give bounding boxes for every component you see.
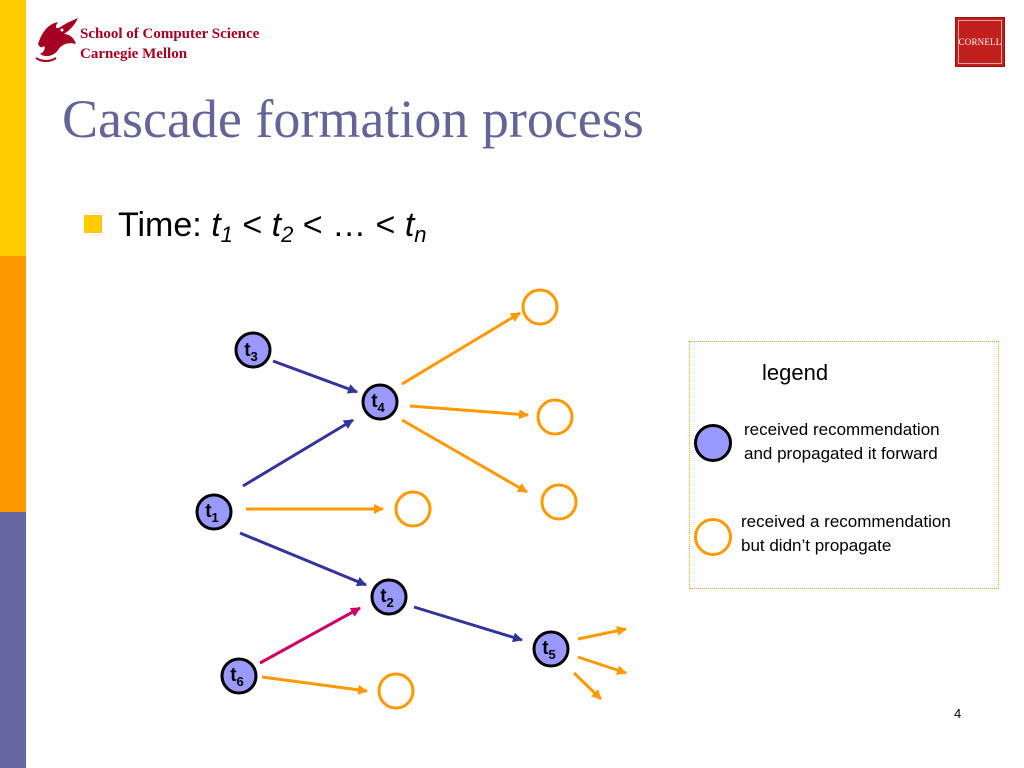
node-t5: t5 [532, 630, 570, 668]
edge-t5-out-1 [577, 625, 627, 641]
node-o5 [377, 672, 415, 710]
legend-propagated-text: received recommendation and propagated i… [744, 418, 940, 466]
node-t4: t4 [361, 383, 399, 421]
node-o3 [540, 483, 578, 521]
edge-t5-out-3 [572, 671, 603, 701]
node-t6: t6 [220, 657, 258, 695]
bullet-prefix: Time: [118, 206, 212, 244]
cornell-logo-text: CORNELL [958, 20, 1002, 64]
school-line-2: Carnegie Mellon [80, 46, 188, 62]
svg-text:t3: t3 [244, 340, 258, 364]
node-o4 [394, 490, 432, 528]
legend-not-propagated-line-1: received a recommendation [741, 512, 951, 531]
bullet-sub2: 2 [281, 222, 294, 247]
school-line-1: School of Computer Science [80, 26, 260, 42]
edge-t1-t4 [242, 418, 354, 488]
edge-t4-o1 [401, 311, 521, 386]
bullet-time: Time: t1 < t2 < … < tn [118, 206, 427, 248]
node-t4-label: t [371, 391, 378, 412]
cornell-logo: CORNELL [955, 17, 1005, 67]
bullet-lt: < [232, 206, 272, 244]
page-number: 4 [954, 706, 962, 721]
node-t1-label: t [205, 501, 212, 522]
node-t6-label: t [230, 665, 237, 686]
bullet-subn: n [414, 222, 427, 247]
cmu-dragon-logo [35, 18, 78, 62]
node-t5-sub: 5 [549, 647, 556, 662]
svg-text:t5: t5 [542, 638, 556, 662]
legend-not-propagated-line-2: but didn’t propagate [741, 536, 892, 555]
node-t3-sub: 3 [251, 349, 258, 364]
edge-t3-t4 [272, 359, 358, 394]
node-t5-label: t [542, 638, 549, 659]
edge-t2-t5 [413, 605, 523, 643]
node-t2-label: t [380, 586, 387, 607]
legend-propagated-circle-icon [694, 424, 732, 462]
legend-box [689, 341, 999, 589]
edge-t6-o5 [261, 675, 368, 695]
bullet-t1: t [211, 206, 221, 244]
side-bar-orange [0, 256, 26, 512]
node-t4-sub: 4 [378, 400, 386, 415]
node-t2-sub: 2 [387, 595, 394, 610]
side-bar-yellow [0, 0, 26, 256]
bullet-tn: t [404, 206, 415, 244]
svg-text:t2: t2 [380, 586, 394, 610]
node-o2 [536, 398, 574, 436]
node-o1 [521, 288, 559, 326]
bullet-sub1: 1 [220, 222, 233, 247]
legend-propagated-line-2: and propagated it forward [744, 444, 938, 463]
node-t2: t2 [370, 578, 408, 616]
node-t3-label: t [244, 340, 251, 361]
node-t6-sub: 6 [237, 674, 244, 689]
bullet-ellipsis: < … < [293, 206, 405, 244]
school-name: School of Computer Science Carnegie Mell… [80, 24, 259, 64]
svg-text:t4: t4 [371, 391, 385, 415]
edge-t6-t2 [259, 606, 361, 665]
legend-title: legend [762, 360, 829, 385]
node-t1-sub: 1 [212, 510, 219, 525]
node-t3: t3 [234, 331, 272, 369]
edge-t5-out-2 [577, 655, 627, 675]
bullet-t2: t [271, 206, 282, 244]
svg-text:t1: t1 [205, 501, 219, 525]
legend-not-propagated-text: received a recommendation but didn’t pro… [741, 510, 951, 558]
side-bar-purple [0, 512, 26, 768]
node-t1: t1 [195, 493, 233, 531]
edge-t4-o3 [401, 418, 528, 494]
legend-propagated-line-1: received recommendation [744, 420, 940, 439]
edge-t1-t2 [239, 531, 367, 587]
svg-text:t6: t6 [230, 665, 244, 689]
edge-t4-o2 [409, 404, 529, 420]
bullet-square-icon [84, 215, 102, 233]
legend-not-propagated-circle-icon [694, 518, 732, 556]
slide-title: Cascade formation process [62, 89, 644, 149]
